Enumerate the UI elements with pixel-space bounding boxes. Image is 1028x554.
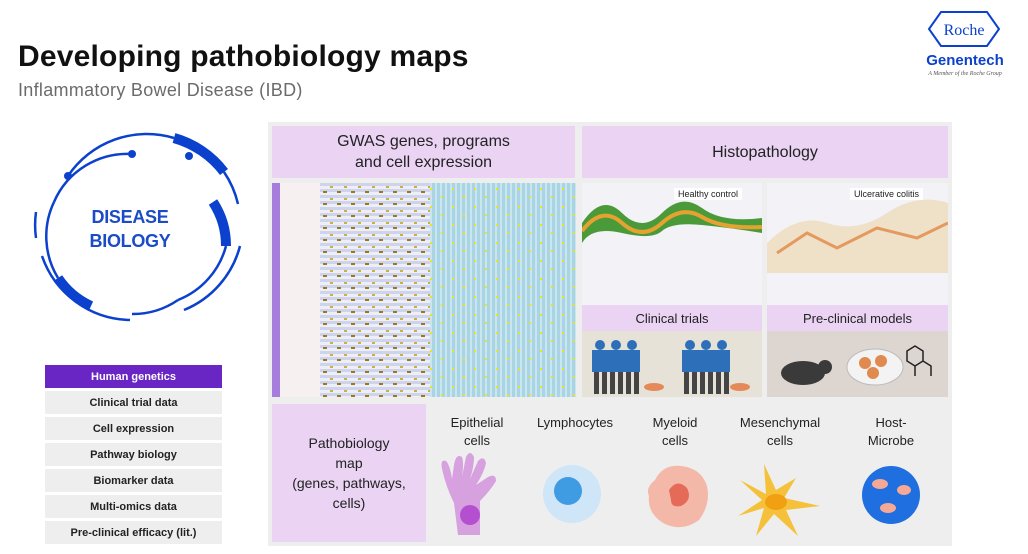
cell-type-lymphocytes: Lymphocytes — [536, 415, 614, 430]
source-clinical-trial-data[interactable]: Clinical trial data — [45, 391, 222, 414]
page-title: Developing pathobiology maps — [18, 40, 469, 73]
pathobiology-map-label: Pathobiology map (genes, pathways, cells… — [272, 404, 426, 542]
myeloid-cell-icon — [647, 465, 708, 528]
epithelial-cell-icon — [441, 453, 496, 535]
histopathology-header: Histopathology — [582, 126, 948, 178]
disease-biology-label: DISEASE BIOLOGY — [89, 207, 171, 251]
healthy-control-tag: Healthy control — [674, 188, 743, 200]
clinical-trials-header: Clinical trials — [582, 305, 762, 331]
source-pathway-biology[interactable]: Pathway biology — [45, 443, 222, 466]
lymphocyte-cell-icon — [543, 465, 601, 523]
source-biomarker-data[interactable]: Biomarker data — [45, 469, 222, 492]
logo-badge-text: Roche — [944, 22, 985, 39]
cell-type-host-microbe: Host- Microbe — [867, 415, 915, 448]
disease-biology-ring-icon — [33, 132, 242, 322]
gwas-panel-header: GWAS genes, programs and cell expression — [272, 126, 575, 178]
healthy-control-image — [582, 183, 762, 305]
logo-tagline: A Member of the Roche Group — [928, 71, 1002, 77]
preclinical-models-header: Pre-clinical models — [767, 305, 948, 331]
ulcerative-colitis-tag: Ulcerative colitis — [850, 188, 924, 200]
source-multi-omics-data[interactable]: Multi-omics data — [45, 495, 222, 518]
roche-logo-icon: Roche — [927, 11, 1001, 47]
data-sources-list: Human genetics Clinical trial data Cell … — [45, 365, 222, 547]
gwas-heatmap-image — [272, 183, 576, 397]
page-subtitle: Inflammatory Bowel Disease (IBD) — [18, 80, 303, 100]
host-microbe-cell-icon — [862, 466, 920, 524]
preclinical-models-image — [767, 331, 948, 397]
cell-type-mesenchymal: Mesenchymal cells — [739, 415, 821, 448]
source-preclinical-efficacy[interactable]: Pre-clinical efficacy (lit.) — [45, 521, 222, 544]
source-human-genetics[interactable]: Human genetics — [45, 365, 222, 388]
cell-type-myeloid: Myeloid cells — [652, 415, 698, 448]
ulcerative-colitis-image — [767, 183, 948, 305]
source-cell-expression[interactable]: Cell expression — [45, 417, 222, 440]
clinical-trials-image — [582, 331, 762, 397]
logo-company: Genentech — [926, 52, 1004, 69]
cell-type-epithelial: Epithelial cells — [450, 415, 504, 448]
mesenchymal-cell-icon — [738, 464, 820, 536]
